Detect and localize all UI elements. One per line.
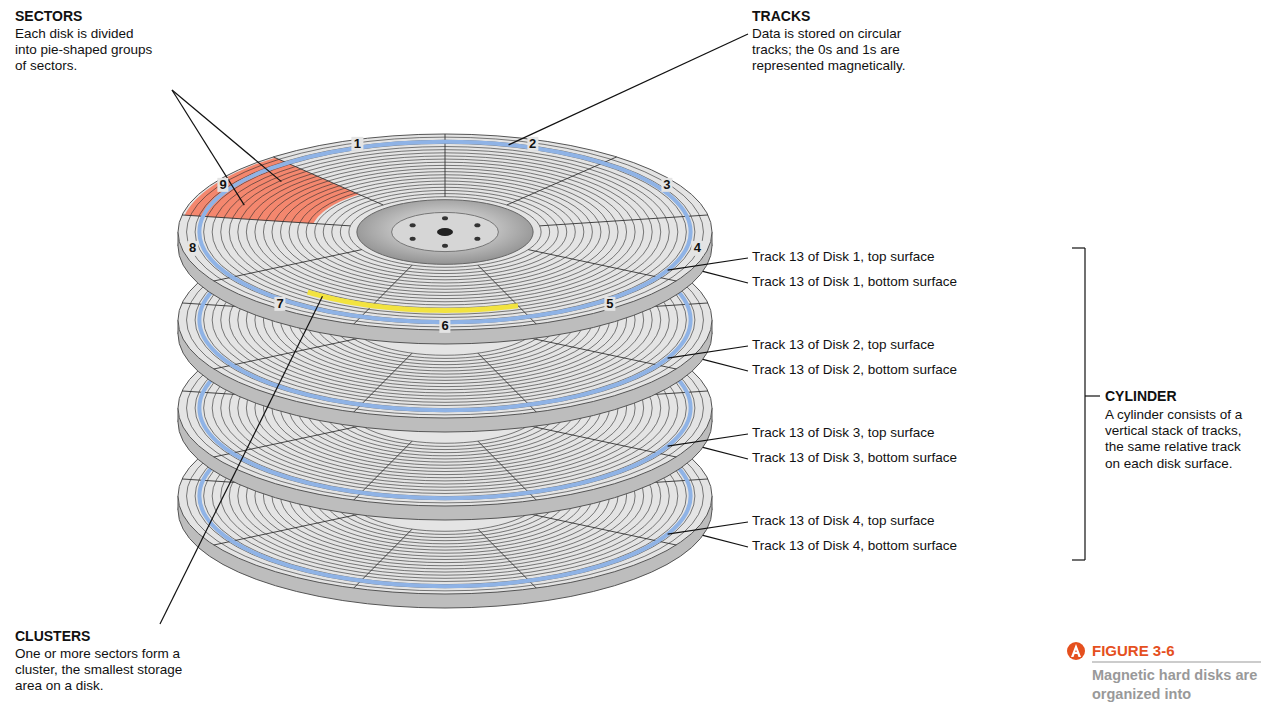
track-label: Track 13 of Disk 2, top surface <box>752 337 935 353</box>
leader-line <box>172 90 244 205</box>
leader-line <box>509 34 748 145</box>
hub-screw <box>410 223 416 227</box>
callout-text: A cylinder consists of a vertical stack … <box>1105 407 1250 472</box>
sector-line <box>214 338 362 369</box>
figure-title: FIGURE 3-6 <box>1092 642 1175 660</box>
callout-heading: CYLINDER <box>1105 388 1177 405</box>
track <box>332 190 558 273</box>
cylinder-bracket <box>1072 247 1085 248</box>
track-label: Track 13 of Disk 1, top surface <box>752 249 935 265</box>
leader-line <box>668 522 748 534</box>
callout-text: Each disk is divided into pie-shaped gro… <box>15 26 155 75</box>
sector-line <box>528 514 676 545</box>
hub-screw <box>410 237 416 241</box>
sector-line <box>182 215 350 226</box>
hub-screw <box>442 216 448 220</box>
sector-line <box>214 426 362 457</box>
track-label: Track 13 of Disk 3, top surface <box>752 425 935 441</box>
sector-number: 7 <box>275 297 286 311</box>
spindle-center <box>437 228 453 236</box>
leader-line <box>172 90 281 182</box>
leader-line <box>668 346 748 358</box>
track-label: Track 13 of Disk 4, top surface <box>752 513 935 529</box>
leader-line <box>668 258 748 270</box>
sector-number: 5 <box>604 297 615 311</box>
caption-rule <box>1092 662 1261 663</box>
leader-line <box>160 296 322 624</box>
sector-number: 4 <box>692 241 703 255</box>
hub-screw <box>442 244 448 248</box>
callout-heading: SECTORS <box>15 8 82 25</box>
track-13 <box>199 142 690 322</box>
track-label: Track 13 of Disk 3, bottom surface <box>752 450 957 466</box>
platter-surface <box>178 134 712 330</box>
cylinder-bracket <box>1085 395 1100 396</box>
callout-heading: CLUSTERS <box>15 628 90 645</box>
leader-line <box>703 271 748 283</box>
spindle-hub <box>357 200 533 265</box>
figure-icon <box>1067 642 1085 660</box>
leader-line <box>668 434 748 446</box>
track-label: Track 13 of Disk 1, bottom surface <box>752 274 957 290</box>
sector-number: 2 <box>527 136 538 150</box>
track <box>349 197 541 268</box>
sector-line <box>214 250 362 281</box>
sector-number: 1 <box>352 136 363 150</box>
spindle-hub <box>392 212 499 251</box>
sector-number: 9 <box>217 178 228 192</box>
callout-heading: TRACKS <box>752 8 810 25</box>
sector-number: 3 <box>661 178 672 192</box>
figure-icon <box>1067 642 1085 660</box>
callout-text: One or more sectors form a cluster, the … <box>15 646 190 695</box>
track-label: Track 13 of Disk 2, bottom surface <box>752 362 957 378</box>
sector-number: 8 <box>187 241 198 255</box>
sector-line <box>528 338 676 369</box>
figure-icon <box>1071 644 1081 657</box>
track <box>323 187 567 276</box>
figure-caption: Magnetic hard disks are organized into <box>1092 666 1260 704</box>
leader-line <box>703 535 748 547</box>
leader-line <box>703 359 748 371</box>
leader-line <box>703 447 748 459</box>
hub-screw <box>474 237 480 241</box>
hub-screw <box>474 223 480 227</box>
cylinder-bracket <box>1072 559 1085 560</box>
sector-line <box>528 250 676 281</box>
sector-line <box>214 514 362 545</box>
platter <box>178 134 712 344</box>
track <box>340 194 549 271</box>
track <box>315 184 576 280</box>
cluster-highlight <box>308 292 518 310</box>
track-label: Track 13 of Disk 4, bottom surface <box>752 538 957 554</box>
sector-number: 6 <box>439 319 450 333</box>
sector-line <box>540 215 708 226</box>
cylinder-bracket <box>1084 248 1085 560</box>
sector-line <box>528 426 676 457</box>
callout-text: Data is stored on circular tracks; the 0… <box>752 26 942 75</box>
